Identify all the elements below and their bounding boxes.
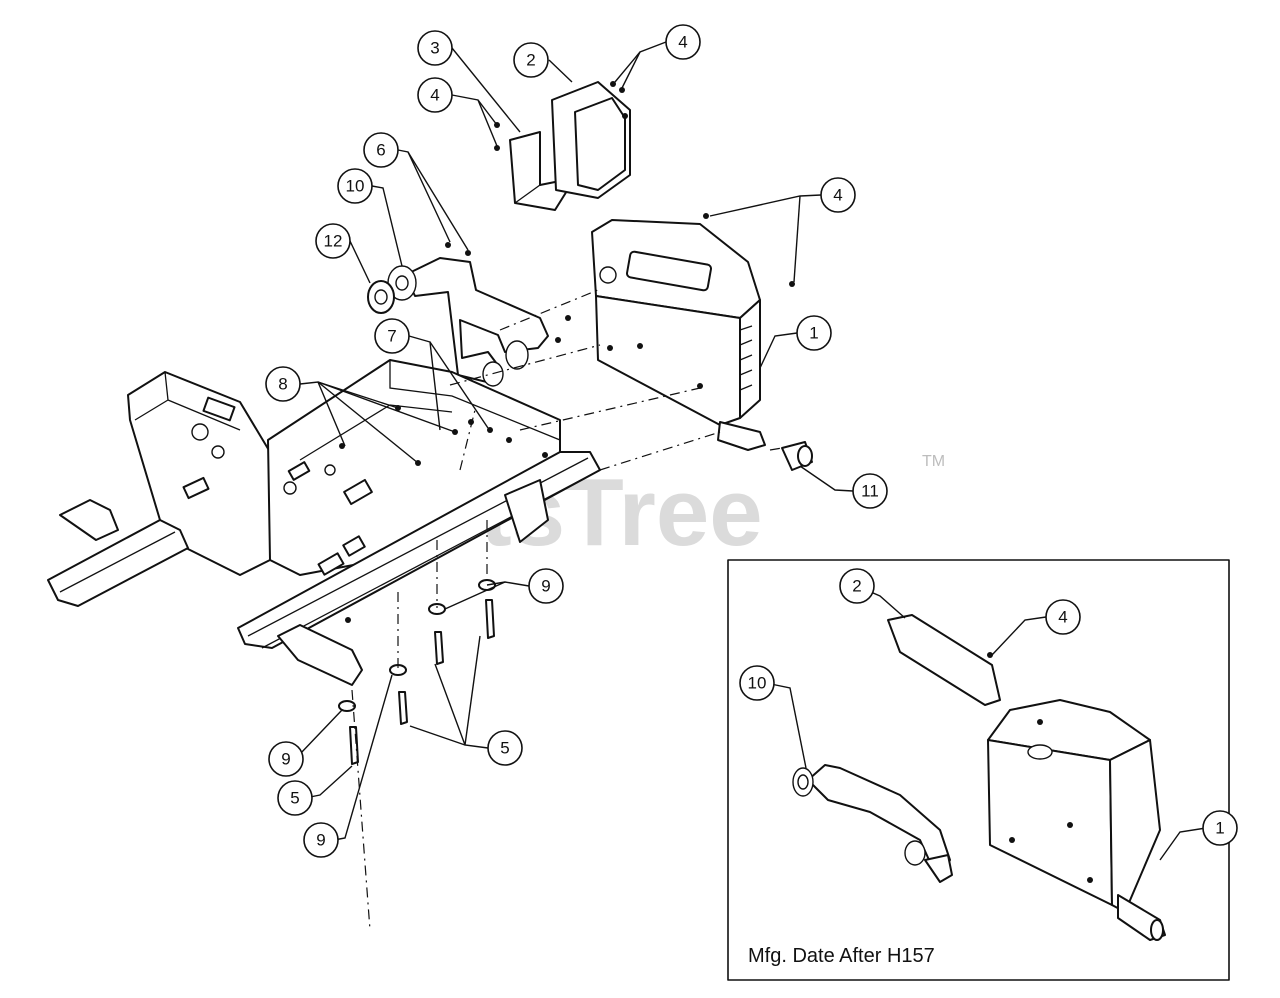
callout-label: 9 <box>541 577 550 596</box>
callout-label: 5 <box>500 739 509 758</box>
tailpipe-part-11 <box>781 441 813 471</box>
inset-caption: Mfg. Date After H157 <box>748 945 935 967</box>
callout-label: 2 <box>526 51 535 70</box>
callout-label: 4 <box>833 186 842 205</box>
leader-lines <box>285 41 1207 861</box>
callout-c9b: 9 <box>268 741 304 777</box>
callout-c9c: 9 <box>303 822 339 858</box>
callout-label: 3 <box>430 39 439 58</box>
callout-label: 8 <box>278 375 287 394</box>
inset-panel: Mfg. Date After H157 <box>727 559 1230 981</box>
callout-c4a: 4 <box>665 24 701 60</box>
callout-label: 10 <box>346 177 365 196</box>
callout-label: 4 <box>678 33 687 52</box>
callout-label: 7 <box>387 327 396 346</box>
callout-label: 11 <box>861 482 879 501</box>
callout-c7: 7 <box>374 318 410 354</box>
callout-c1i: 1 <box>1202 810 1238 846</box>
callout-c10: 10 <box>337 168 373 204</box>
inset-exhaust-pipe-part-10 <box>792 764 953 883</box>
callout-c4i: 4 <box>1045 599 1081 635</box>
callout-label: 4 <box>430 86 439 105</box>
bolts-and-washers-parts-5-9 <box>338 579 496 765</box>
callout-label: 1 <box>809 324 818 343</box>
frame-assembly <box>47 359 601 686</box>
callout-c2: 2 <box>513 42 549 78</box>
callout-label: 12 <box>324 232 343 251</box>
callout-c5b: 5 <box>277 780 313 816</box>
heat-shield-part-2 <box>494 81 631 199</box>
callout-label: 1 <box>1215 819 1224 838</box>
watermark-trademark: TM <box>922 453 945 470</box>
callout-c9a: 9 <box>528 568 564 604</box>
callout-label: 4 <box>1058 608 1067 627</box>
gasket-part-12 <box>367 280 395 314</box>
callout-c11: 11 <box>852 473 888 509</box>
callout-label: 2 <box>852 577 861 596</box>
inset-muffler-part-1 <box>987 652 1166 941</box>
callout-c10i: 10 <box>739 665 775 701</box>
callout-label: 9 <box>316 831 325 850</box>
callout-c5a: 5 <box>487 730 523 766</box>
callout-c4b: 4 <box>417 77 453 113</box>
inset-heat-shield-part-2 <box>887 614 1001 706</box>
callout-c1: 1 <box>796 315 832 351</box>
callout-c8: 8 <box>265 366 301 402</box>
callout-label: 9 <box>281 750 290 769</box>
callout-label: 10 <box>748 674 767 693</box>
callout-label: 6 <box>376 141 385 160</box>
callout-c3: 3 <box>417 30 453 66</box>
callout-c6: 6 <box>363 132 399 168</box>
assembly-center-lines <box>351 289 783 931</box>
callout-c4c: 4 <box>820 177 856 213</box>
callout-c2i: 2 <box>839 568 875 604</box>
callout-label: 5 <box>290 789 299 808</box>
muffler-part-1 <box>591 213 795 451</box>
callout-c12: 12 <box>315 223 351 259</box>
